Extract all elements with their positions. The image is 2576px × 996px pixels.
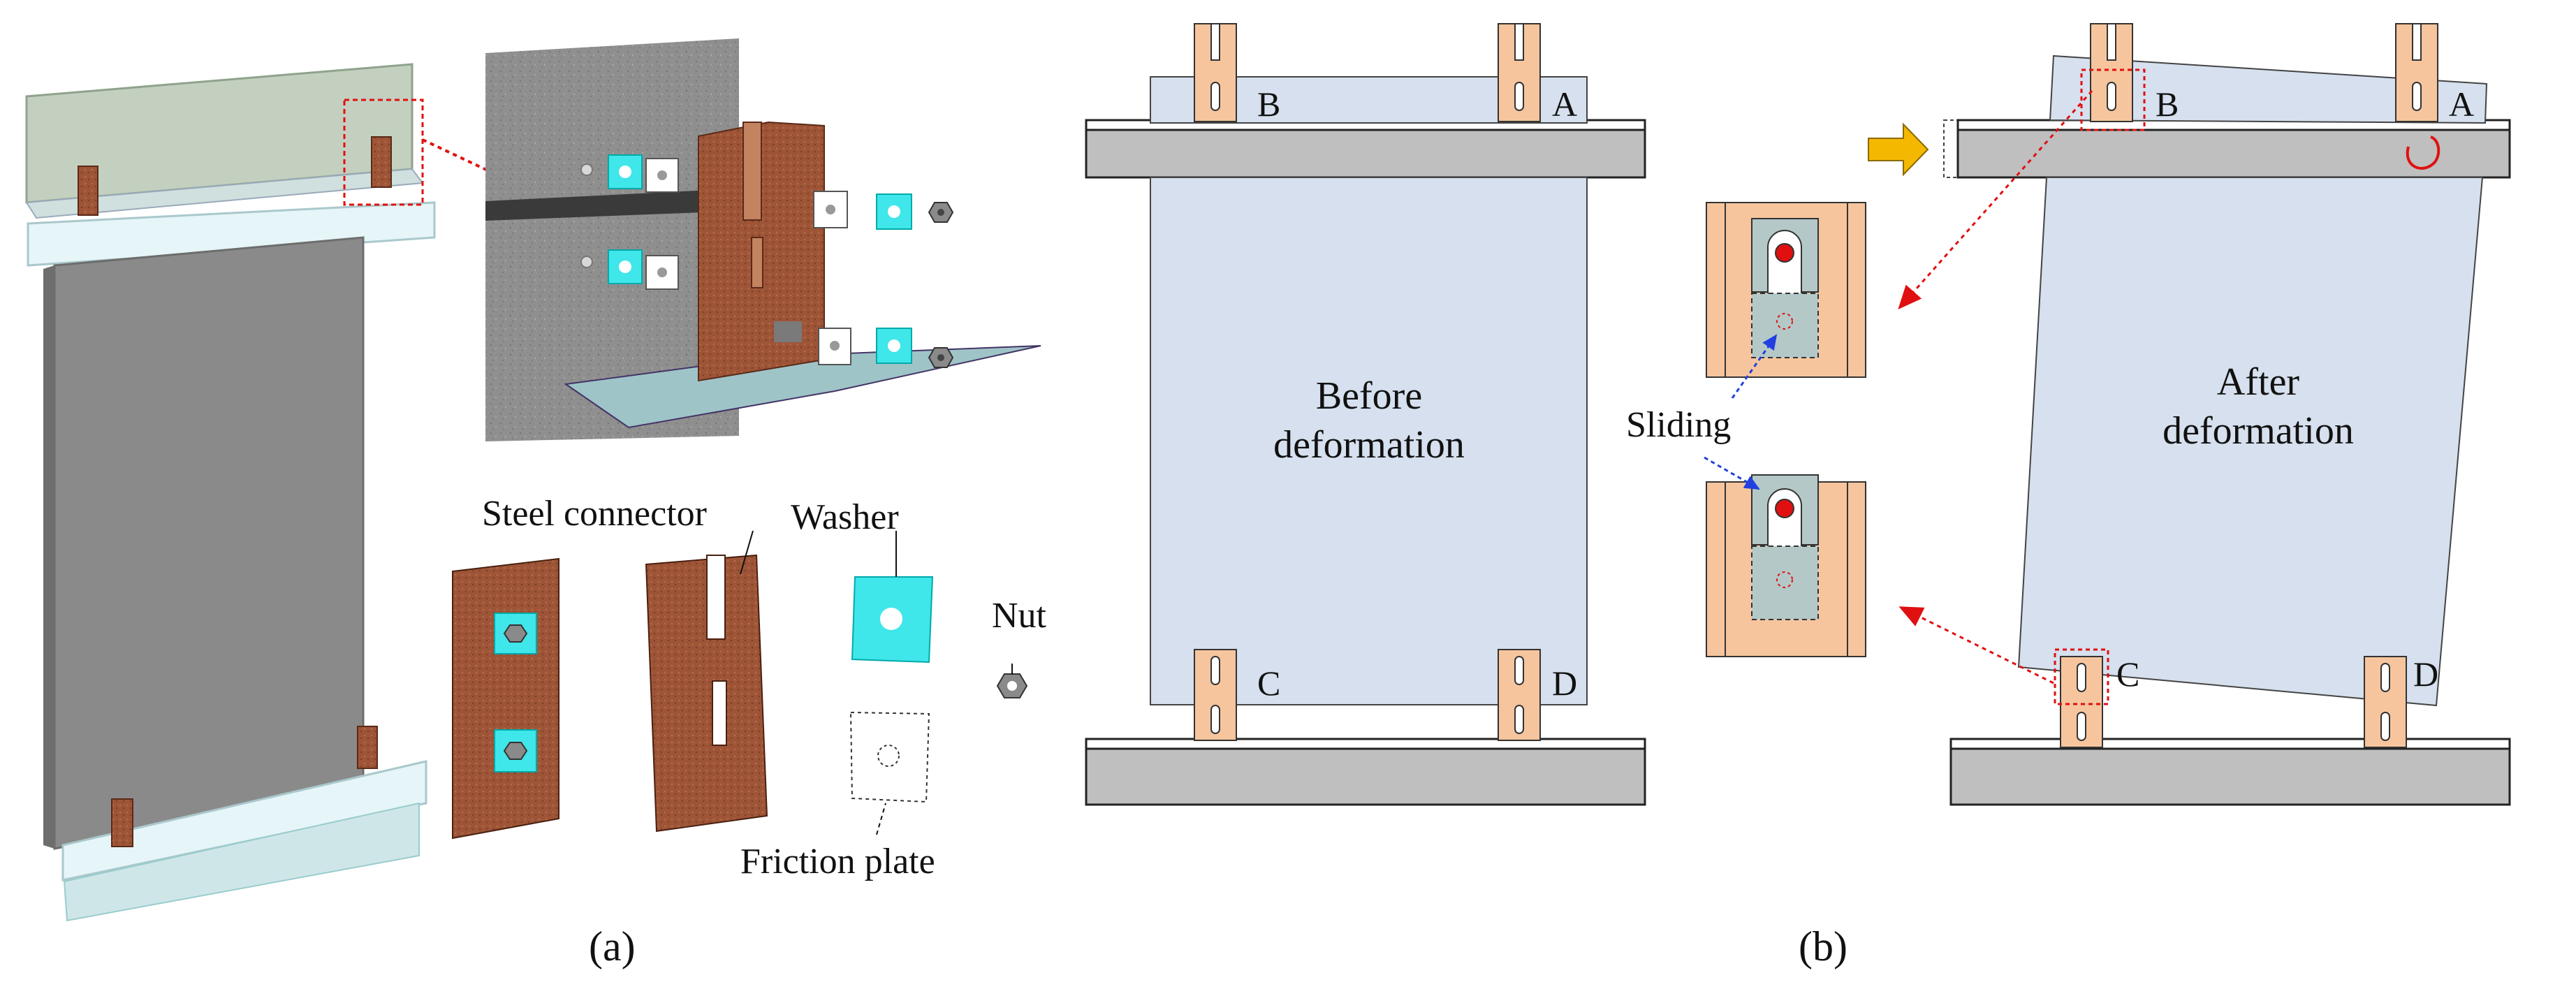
component-breakdown [452, 530, 1028, 840]
before-point-a: A [1552, 85, 1577, 124]
connector-before-c [1194, 649, 1237, 741]
label-washer: Washer [791, 497, 899, 537]
connector-after-a [2395, 23, 2440, 170]
panel-a: Steel connector Washer Nut Friction plat… [25, 38, 1047, 969]
before-title-line2: deformation [1273, 423, 1465, 467]
connector-after-c [2054, 648, 2109, 748]
before-title-line1: Before [1316, 374, 1422, 418]
after-title-line2: deformation [2162, 409, 2354, 453]
before-point-d: D [1552, 664, 1577, 703]
before-point-b: B [1257, 85, 1280, 124]
connector-zoom-view [485, 38, 1041, 441]
label-nut: Nut [992, 596, 1047, 636]
sliding-detail-bottom [1706, 474, 1866, 657]
connector-after-b [2080, 23, 2146, 131]
sliding-arrow-top [1731, 334, 1778, 399]
label-friction-plate: Friction plate [740, 842, 935, 881]
lateral-force-arrow [1868, 122, 1929, 177]
after-deformation-frame: B A C D After deformation [1868, 23, 2511, 806]
after-point-b: B [2156, 85, 2179, 124]
facade-panel-3d [25, 63, 436, 922]
before-point-c: C [1257, 664, 1280, 703]
caption-b: (b) [1799, 923, 1847, 969]
connector-after-d [2364, 656, 2407, 748]
detail-arrow-bottom [1898, 606, 2054, 684]
after-point-c: C [2116, 654, 2139, 694]
label-steel-connector: Steel connector [482, 494, 707, 534]
label-sliding: Sliding [1626, 405, 1731, 445]
panel-b: B A C D Before deformation [1085, 23, 2511, 969]
connector-before-d [1498, 649, 1541, 741]
connector-before-a [1498, 23, 1541, 122]
after-title-line1: After [2217, 360, 2300, 404]
connector-before-b [1194, 23, 1237, 122]
sliding-detail-top [1706, 202, 1866, 378]
before-deformation-frame: B A C D Before deformation [1085, 23, 1646, 806]
caption-a: (a) [589, 923, 636, 969]
sliding-arrow-bottom [1704, 456, 1760, 490]
after-point-d: D [2413, 654, 2438, 694]
after-point-a: A [2449, 85, 2474, 124]
detail-arrow-top [1898, 90, 2093, 309]
